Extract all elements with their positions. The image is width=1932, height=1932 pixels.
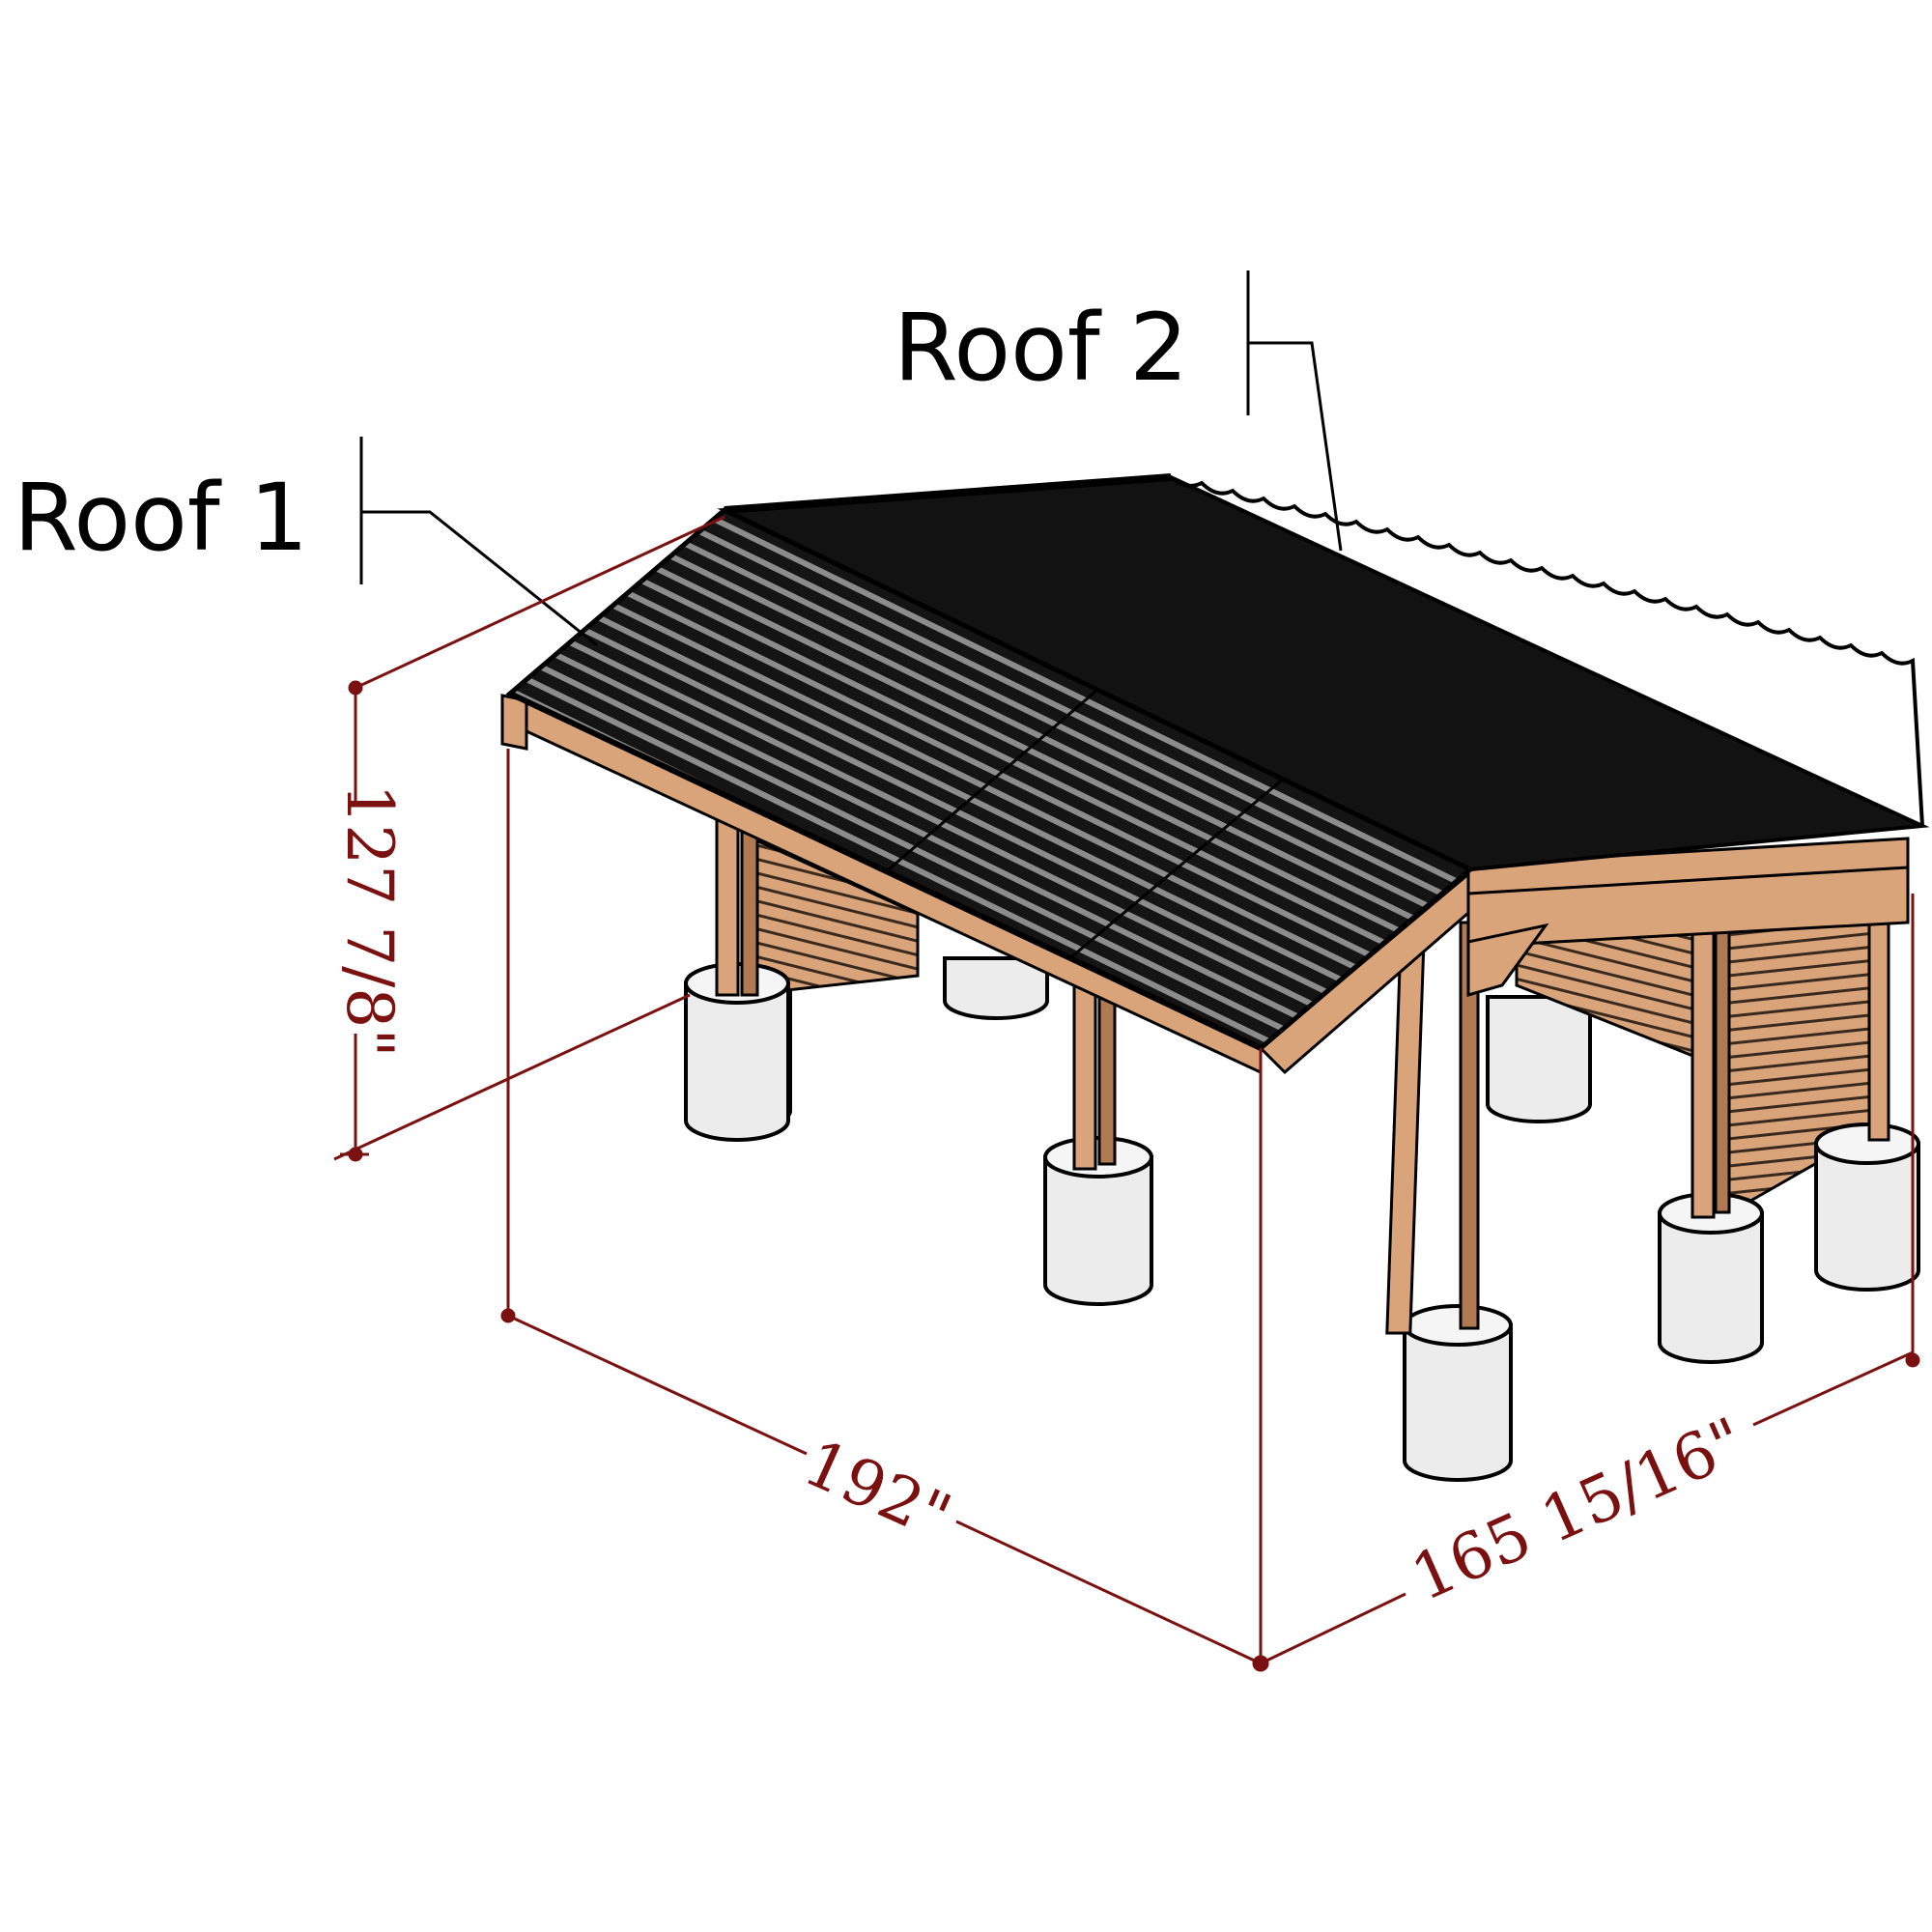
gable-end-left (500, 694, 528, 751)
gable-beam (1466, 837, 1910, 949)
roof-1-eave (508, 691, 1263, 1051)
height-dimension (333, 515, 725, 1162)
roof-1-seam-1 (888, 689, 1097, 871)
pier-front-left (684, 962, 790, 1142)
pier-side-back (1814, 1122, 1920, 1292)
roof-2-label: Roof 2 (894, 294, 1189, 402)
gable-beam-line (1467, 866, 1909, 895)
height-dimension-label: 127 7/8" (331, 783, 407, 1058)
pier-back-center (943, 956, 1049, 1020)
roof-2-ridge-edge (1169, 475, 1924, 827)
pier-back-right (1486, 995, 1592, 1123)
width-dimension (1260, 894, 1920, 1665)
roof-2-leader (1246, 270, 1343, 552)
roof-1-seam-2 (1071, 776, 1286, 958)
pier-front-right (1403, 1304, 1513, 1482)
pier-side-middle (1658, 1192, 1764, 1364)
length-dimension (500, 749, 1269, 1672)
roof-ridge (724, 473, 1172, 514)
roof-1-leader (359, 437, 598, 647)
roof-1-label: Roof 1 (14, 464, 309, 572)
gable-brace (1466, 923, 1549, 997)
